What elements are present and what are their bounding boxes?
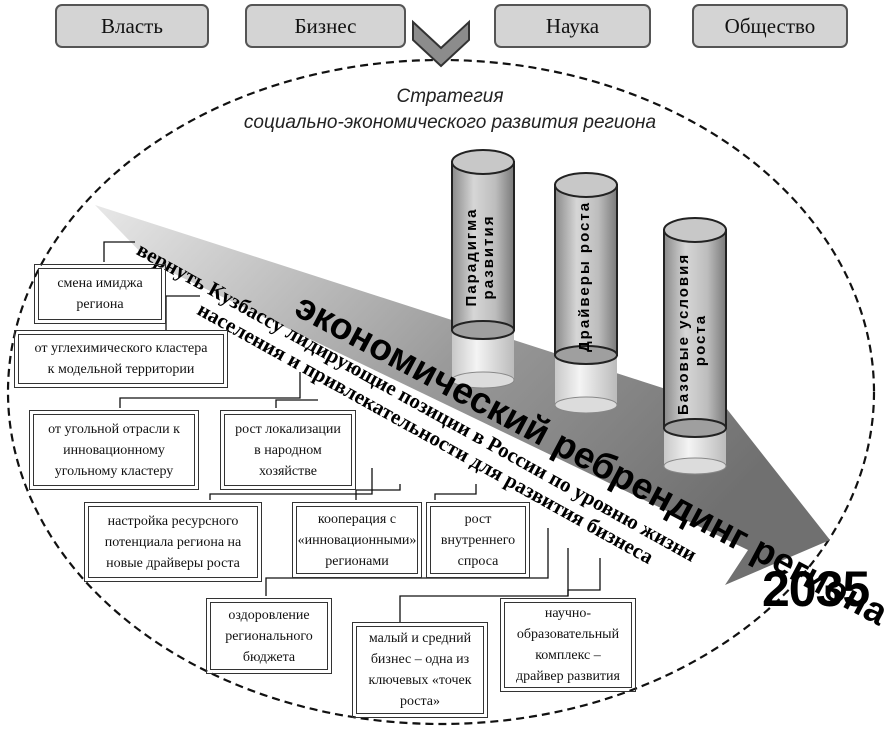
initiative-line: к модельной территории: [47, 362, 195, 377]
pillar-drivers: [554, 172, 618, 414]
connector-lines: [103, 241, 601, 622]
initiative-line: рост: [464, 511, 492, 527]
initiative-line: «инновационными»: [297, 532, 417, 548]
pillar-base-conditions-label-line-1: Базовые условия: [675, 252, 692, 415]
initiative-line: бизнес – одна из: [370, 652, 470, 667]
initiative-line: внутреннего: [440, 532, 516, 548]
initiative-line: драйвер развития: [516, 669, 620, 684]
initiative-line: потенциала региона на: [104, 534, 242, 550]
initiative-line: от углехимического кластера: [34, 341, 208, 356]
stakeholder-government-button[interactable]: Власть: [55, 4, 209, 48]
rebranding-arrow: [95, 205, 830, 585]
initiative-box: научно-образовательный комплекс – драйвер …: [500, 598, 636, 692]
initiative-line: оздоровление: [228, 607, 310, 623]
pillar-base-conditions: [663, 217, 727, 475]
strategy-title-line-2: социально-экономического развития регион…: [243, 112, 657, 133]
pillar-paradigm: [451, 149, 515, 389]
pillar-paradigm-label-line-1: Парадигма: [463, 207, 480, 307]
initiative-line: научно-: [544, 606, 592, 621]
initiative-box: смена имиджа региона: [34, 264, 166, 324]
initiative-box: от угольной отрасли к инновационному уголь…: [29, 410, 199, 490]
initiative-box: кооперация с «инновационными» регионами: [292, 502, 422, 578]
initiative-line: региона: [76, 297, 124, 312]
initiative-line: угольному кластеру: [54, 463, 174, 479]
strategy-title: Стратегия социально-экономического разви…: [180, 84, 720, 136]
stakeholder-science-button[interactable]: Наука: [494, 4, 651, 48]
stakeholder-business-button[interactable]: Бизнес: [245, 4, 406, 48]
stakeholder-society-button[interactable]: Общество: [692, 4, 848, 48]
initiative-box: рост локализации в народном хозяйстве: [220, 410, 356, 490]
initiative-line: бюджета: [242, 649, 296, 665]
initiative-line: смена имиджа: [57, 276, 143, 291]
strategy-title-line-1: Стратегия: [396, 86, 504, 107]
initiative-line: роста»: [399, 694, 441, 709]
initiative-line: кооперация с: [317, 511, 397, 527]
pillar-base-conditions-label-line-2: роста: [692, 313, 709, 367]
initiative-line: инновационному: [63, 442, 165, 458]
initiative-box: рост внутреннего спроса: [426, 502, 530, 578]
target-year: 2035: [762, 561, 870, 617]
initiative-line: хозяйстве: [258, 463, 317, 479]
initiative-line: регионами: [325, 553, 389, 569]
initiative-line: образовательный: [516, 627, 620, 642]
initiative-line: комплекс –: [535, 648, 601, 663]
pillar-paradigm-label: Парадигма развития: [463, 192, 503, 322]
initiative-box: настройка ресурсного потенциала региона н…: [84, 502, 262, 582]
initiative-line: рост локализации: [235, 421, 341, 437]
initiative-line: от угольной отрасли к: [48, 421, 180, 437]
pillar-paradigm-label-line-2: развития: [480, 214, 497, 300]
initiative-box: оздоровление регионального бюджета: [206, 598, 332, 674]
pillar-drivers-label: Драйверы роста: [576, 200, 596, 352]
initiative-line: регионального: [225, 628, 313, 644]
pillar-base-conditions-label: Базовые условия роста: [675, 252, 715, 415]
chevron-down-icon: [412, 19, 470, 68]
pillar-drivers-label-line-1: Драйверы роста: [576, 200, 593, 352]
initiative-line: новые драйверы роста: [106, 555, 240, 571]
initiative-line: малый и средний: [368, 631, 472, 646]
initiative-line: в народном: [254, 442, 322, 458]
initiative-line: настройка ресурсного: [107, 513, 239, 529]
initiative-box: от углехимического кластера к модельной т…: [14, 330, 228, 388]
initiative-box: малый и средний бизнес – одна из ключевых …: [352, 622, 488, 718]
initiative-line: спроса: [457, 553, 499, 569]
initiative-line: ключевых «точек: [368, 673, 472, 688]
